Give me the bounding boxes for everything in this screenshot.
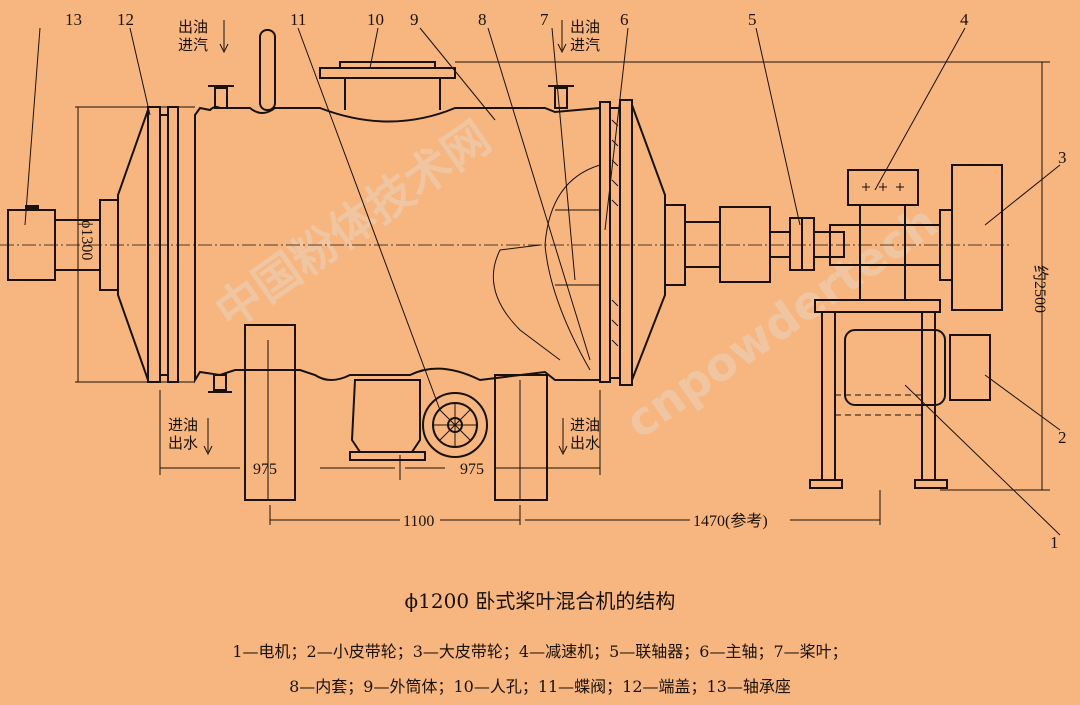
figure-title: ϕ1200 卧式桨叶混合机的结构	[404, 589, 676, 613]
label-1: 1	[1050, 533, 1059, 552]
outlet	[349, 379, 426, 461]
watermark-cn: 中国粉体技术网	[205, 110, 500, 339]
end-cover-right	[599, 99, 771, 386]
support-legs	[244, 324, 548, 501]
label-8: 8	[478, 10, 487, 29]
label-12: 12	[117, 10, 134, 29]
legend-line-1: 1—电机；2—小皮带轮；3—大皮带轮；4—减速机；5—联轴器；6—主轴；7—桨叶…	[232, 642, 848, 661]
label-13: 13	[65, 10, 82, 29]
leader-lines	[24, 27, 1061, 536]
flow-bottom-left-1: 进油	[168, 416, 198, 434]
butterfly-valve	[422, 392, 488, 458]
part-labels: 1 2 3 4 5 6 7 8 9 10 11 12 13	[65, 10, 1067, 552]
label-10: 10	[367, 10, 384, 29]
vent-pipe	[259, 29, 276, 111]
label-3: 3	[1058, 148, 1067, 167]
legend-line-2: 8—内套；9—外筒体；10—人孔；11—蝶阀；12—端盖；13—轴承座	[289, 677, 791, 696]
dim-left-half: 975	[253, 461, 277, 478]
small-pulley	[949, 334, 991, 401]
drive-stand	[809, 299, 948, 489]
label-2: 2	[1058, 428, 1067, 447]
manhole	[319, 61, 456, 110]
label-6: 6	[620, 10, 629, 29]
dim-drive-offset: 1470(参考)	[693, 512, 768, 530]
label-4: 4	[960, 10, 969, 29]
flow-bottom-right-1: 进油	[570, 416, 600, 434]
end-cover-left	[54, 106, 179, 383]
dim-leg-spacing: 1100	[403, 513, 434, 530]
label-5: 5	[748, 10, 757, 29]
outer-shell	[194, 105, 601, 384]
dim-height: 约2500	[1031, 265, 1049, 313]
label-9: 9	[410, 10, 419, 29]
dim-diameter: ϕ1300	[78, 220, 95, 260]
nozzle-top-right	[554, 87, 568, 109]
flow-labels: 出油 进汽 出油 进汽 进油 出水 进油 出水	[168, 18, 600, 456]
motor	[844, 329, 946, 406]
flow-bottom-left-2: 出水	[168, 434, 198, 452]
label-11: 11	[290, 10, 306, 29]
flow-bottom-right-2: 出水	[570, 434, 600, 452]
dim-right-half: 975	[460, 461, 484, 478]
flow-top-left-2: 进汽	[178, 36, 208, 54]
label-7: 7	[540, 10, 549, 29]
flow-top-left-1: 出油	[178, 18, 208, 36]
flow-top-right-2: 进汽	[570, 36, 600, 54]
large-pulley	[951, 164, 1003, 311]
nozzle-top-left	[214, 87, 228, 109]
dimension-lines	[75, 61, 1050, 525]
flow-top-right-1: 出油	[570, 18, 600, 36]
